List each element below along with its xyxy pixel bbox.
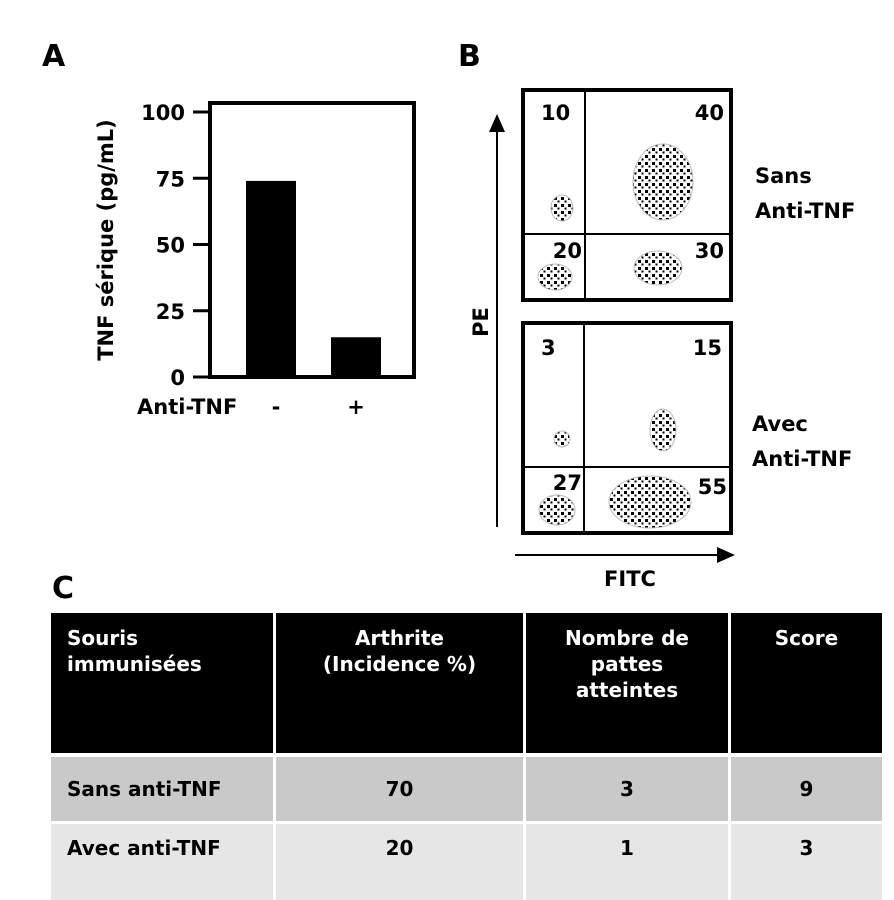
y-tick-label: 25 — [156, 300, 185, 324]
cell-pattes: 1 — [526, 821, 728, 900]
flow-plot-sans-anti-tnf: 10 40 20 30 Sans Anti-TNF — [521, 88, 855, 302]
fitc-axis-label: FITC — [604, 567, 656, 591]
y-axis-ticks: 0 25 50 75 100 — [141, 101, 210, 390]
quadrant-value-ul: 10 — [541, 101, 570, 125]
bar-with-anti-tnf — [331, 337, 381, 377]
y-axis-label: TNF sérique (pg/mL) — [94, 119, 118, 361]
flow-plot-avec-anti-tnf: 3 15 27 55 Avec Anti-TNF — [521, 321, 852, 535]
plot-label-line2: Anti-TNF — [755, 199, 855, 223]
cell-population — [632, 143, 694, 221]
cell-population — [538, 494, 576, 526]
bars — [246, 180, 381, 377]
quadrant-value-ur: 40 — [695, 101, 724, 125]
x-axis-ticks: -+ — [272, 395, 365, 419]
cell-population — [553, 430, 571, 448]
panel-label-a: A — [42, 39, 66, 74]
cell-group: Sans anti-TNF — [51, 753, 273, 821]
cell-population — [608, 475, 692, 529]
y-tick-label: 100 — [141, 101, 185, 125]
quadrant-value-ur: 15 — [693, 336, 722, 360]
y-tick-label: 75 — [156, 167, 185, 191]
panel-label-c: C — [52, 571, 74, 600]
quadrant-value-ul: 3 — [541, 336, 556, 360]
panel-label-b: B — [458, 39, 481, 74]
cell-population — [633, 250, 683, 286]
quadrant-value-lr: 55 — [698, 475, 727, 499]
cell-score: 3 — [731, 821, 882, 900]
quadrant-value-ll: 20 — [553, 239, 582, 263]
x-category-label: - — [272, 395, 281, 419]
plot-label-line2: Anti-TNF — [752, 447, 852, 471]
plot-label-line1: Sans — [755, 164, 812, 188]
y-tick-label: 0 — [170, 366, 185, 390]
y-tick-label: 50 — [156, 234, 185, 258]
cell-pattes: 3 — [526, 753, 728, 821]
table-row: Sans anti-TNF 70 3 9 — [51, 753, 882, 821]
header-score: Score — [731, 613, 882, 753]
x-axis-label: Anti-TNF — [137, 395, 237, 419]
cell-score: 9 — [731, 753, 882, 821]
quadrant-value-lr: 30 — [695, 239, 724, 263]
figure-panels-a-b: A TNF sérique (pg/mL) 0 25 50 75 100 Anti-TN… — [42, 39, 855, 600]
cell-incidence: 70 — [276, 753, 523, 821]
table-row: Avec anti-TNF 20 1 3 — [51, 821, 882, 900]
x-category-label: + — [347, 395, 365, 419]
plot-frame — [208, 101, 416, 379]
cell-population — [550, 194, 574, 222]
plot-label-line1: Avec — [752, 412, 808, 436]
bar-without-anti-tnf — [246, 180, 296, 377]
cell-incidence: 20 — [276, 821, 523, 900]
cell-population — [649, 408, 677, 452]
pe-axis-label: PE — [469, 307, 493, 337]
quadrant-value-ll: 27 — [553, 471, 582, 495]
cell-group: Avec anti-TNF — [51, 821, 273, 900]
cell-population — [537, 263, 573, 291]
header-arthrite: Arthrite(Incidence %) — [276, 613, 523, 753]
